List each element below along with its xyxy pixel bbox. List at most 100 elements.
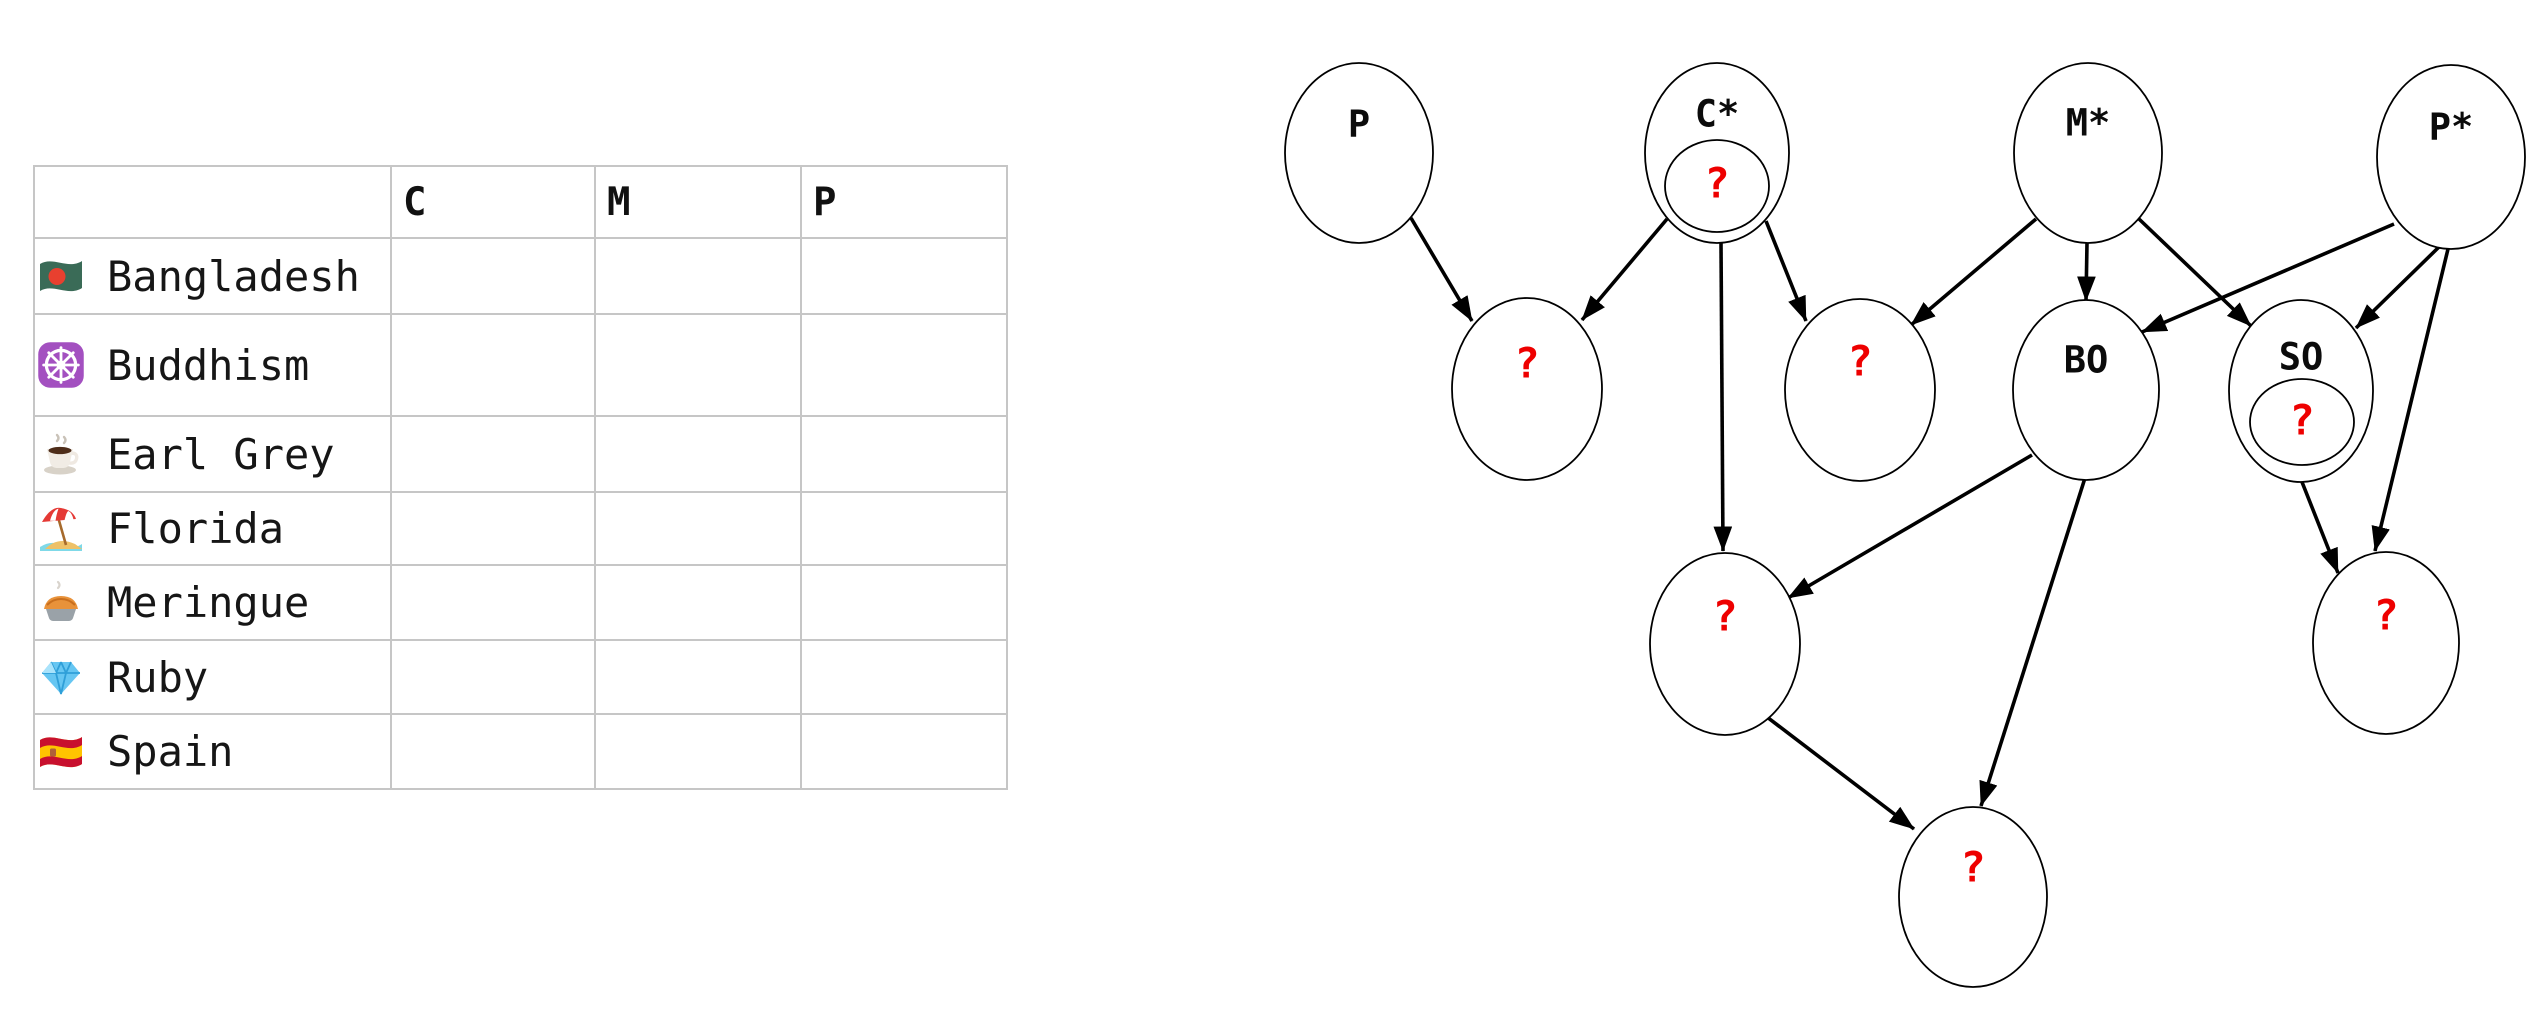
teacup-icon — [35, 430, 87, 478]
row-label: Ruby — [107, 652, 209, 702]
answer-cell[interactable] — [390, 237, 596, 315]
nested-unknown-ellipse[interactable] — [2249, 378, 2355, 466]
node-ellipse — [1898, 806, 2048, 988]
unknown-mark: ? — [1847, 337, 1872, 386]
answer-cell[interactable] — [800, 415, 1008, 493]
edge-BO-to-u3 — [1787, 453, 2033, 600]
graph-node-Ps: P* — [2376, 64, 2526, 250]
answer-cell[interactable] — [390, 639, 596, 715]
node-label: SO — [2279, 336, 2324, 379]
node-ellipse — [1284, 62, 1434, 244]
graph-node-Ms: M* — [2013, 62, 2163, 244]
unknown-mark: ? — [1514, 339, 1539, 388]
row-label: Spain — [107, 727, 234, 776]
node-ellipse — [2012, 299, 2160, 481]
spain-flag-icon — [35, 728, 87, 776]
row-label: Bangladesh — [107, 251, 360, 301]
edge-Cs-to-u3 — [1713, 242, 1733, 552]
graph-node-u4[interactable]: ? — [2312, 551, 2460, 735]
row-label-cell: Bangladesh — [33, 237, 392, 315]
answer-cell[interactable] — [594, 415, 802, 493]
row-label: Florida — [107, 504, 285, 553]
table-row: Earl Grey — [33, 415, 1008, 493]
answer-cell[interactable] — [390, 491, 596, 566]
graph-node-u2[interactable]: ? — [1784, 298, 1936, 482]
edge-Ms-to-SO — [2137, 217, 2253, 328]
answer-cell[interactable] — [800, 237, 1008, 315]
graph-node-Cs[interactable]: C*? — [1644, 62, 1790, 244]
graph-node-BO: BO — [2012, 299, 2160, 481]
table-row: Florida — [33, 491, 1008, 566]
answer-cell[interactable] — [800, 639, 1008, 715]
edge-P-to-u1 — [1409, 217, 1474, 322]
table-row: Bangladesh — [33, 237, 1008, 315]
row-label-cell: Ruby — [33, 639, 392, 715]
unknown-mark: ? — [1712, 592, 1737, 641]
answer-cell[interactable] — [390, 313, 596, 417]
answer-cell[interactable] — [594, 564, 802, 641]
row-label: Earl Grey — [107, 429, 335, 479]
edge-Ps-to-SO — [2354, 243, 2443, 330]
table-row: Meringue — [33, 564, 1008, 641]
node-ellipse — [2312, 551, 2460, 735]
answer-cell[interactable] — [800, 491, 1008, 566]
column-header-C: C — [390, 165, 596, 239]
answer-cell[interactable] — [594, 491, 802, 566]
node-ellipse — [1451, 297, 1603, 481]
row-label: Buddhism — [107, 340, 310, 390]
node-label: C* — [1695, 93, 1740, 136]
node-ellipse — [2376, 64, 2526, 250]
answer-cell[interactable] — [594, 237, 802, 315]
unknown-mark: ? — [2289, 396, 2314, 445]
graph-node-u1[interactable]: ? — [1451, 297, 1603, 481]
unknown-mark: ? — [1704, 159, 1729, 208]
answer-cell[interactable] — [594, 313, 802, 417]
graph-nodes: P C*? M* P*?? BO SO???? — [1284, 62, 2526, 988]
pie-icon — [35, 579, 87, 627]
nested-unknown-ellipse[interactable] — [1664, 139, 1770, 233]
row-label-cell: Meringue — [33, 564, 392, 641]
unknown-mark: ? — [1960, 843, 1985, 892]
graph-node-SO[interactable]: SO? — [2228, 299, 2374, 483]
edge-Ms-to-BO — [2077, 242, 2096, 302]
graph-node-u3[interactable]: ? — [1649, 552, 1801, 736]
row-label-column-header — [33, 165, 392, 239]
table-row: Buddhism — [33, 313, 1008, 417]
node-label: P* — [2429, 106, 2474, 149]
row-label-cell: Buddhism — [33, 313, 392, 417]
graph-node-P: P — [1284, 62, 1434, 244]
table-row: Ruby — [33, 639, 1008, 715]
answer-cell[interactable] — [390, 415, 596, 493]
edge-Ms-to-u2 — [1909, 217, 2038, 327]
dharma-wheel-icon — [35, 337, 87, 393]
row-label: Meringue — [107, 578, 310, 627]
graph-edges — [1409, 217, 2450, 831]
gem-icon — [35, 653, 87, 701]
node-ellipse — [2013, 62, 2163, 244]
answer-cell[interactable] — [800, 713, 1008, 790]
answer-cell[interactable] — [800, 313, 1008, 417]
answer-cell[interactable] — [390, 564, 596, 641]
edge-BO-to-u5 — [1979, 477, 2087, 807]
answer-cell[interactable] — [390, 713, 596, 790]
beach-umbrella-icon — [35, 505, 87, 553]
row-label-cell: Earl Grey — [33, 415, 392, 493]
graph-node-u5[interactable]: ? — [1898, 806, 2048, 988]
node-ellipse — [1649, 552, 1801, 736]
node-label: P — [1348, 103, 1370, 146]
edge-Cs-to-u2 — [1764, 220, 1808, 322]
answer-cell[interactable] — [594, 639, 802, 715]
node-label: BO — [2064, 339, 2109, 382]
unknown-mark: ? — [2373, 591, 2398, 640]
node-label: M* — [2066, 102, 2111, 145]
answer-cell[interactable] — [594, 713, 802, 790]
answer-cell[interactable] — [800, 564, 1008, 641]
edge-SO-to-u4 — [2300, 481, 2340, 574]
edge-Cs-to-u1 — [1580, 217, 1669, 322]
bangladesh-flag-icon — [35, 252, 87, 300]
